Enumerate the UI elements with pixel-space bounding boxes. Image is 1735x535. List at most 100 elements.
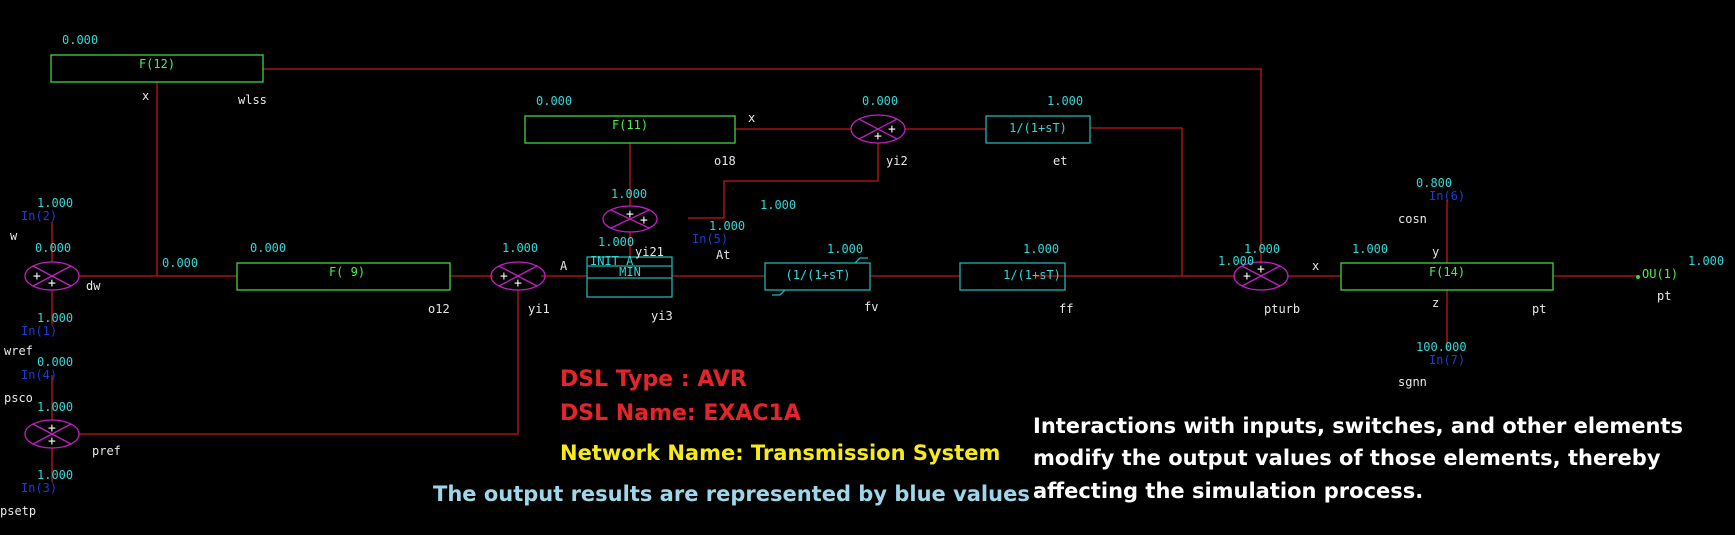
value-pturb-in: 1.000: [1218, 254, 1254, 268]
interaction-note-line-2: modify the output values of those elemen…: [1033, 446, 1661, 470]
name-at: At: [716, 248, 730, 262]
name-w: w: [10, 229, 18, 243]
block-f12-label: F(12): [139, 57, 175, 71]
input-sgnn-port[interactable]: In(7): [1429, 353, 1465, 367]
wire-yi2-to-at[interactable]: [688, 143, 879, 219]
value-psco: 0.000: [37, 355, 73, 369]
wire-pref-to-yi1[interactable]: [79, 290, 519, 435]
sum-pref[interactable]: + +: [24, 419, 80, 449]
sum-pturb-plus-top: +: [1257, 262, 1265, 277]
input-at-port[interactable]: In(5): [692, 232, 728, 246]
sum-yi21-plus-top: +: [626, 207, 634, 222]
value-yi2: 0.000: [862, 94, 898, 108]
network-name-text: Network Name: Transmission System: [560, 441, 1001, 465]
value-w: 1.000: [37, 196, 73, 210]
name-pt-output: pt: [1657, 289, 1671, 303]
block-yi3-init-label: INIT A: [590, 254, 634, 268]
value-f14: 1.000: [1352, 242, 1388, 256]
value-dw-out: 0.000: [162, 256, 198, 270]
value-f9: 0.000: [250, 241, 286, 255]
block-yi3-init-min[interactable]: INIT A MIN: [586, 254, 673, 298]
block-f14[interactable]: F(14): [1340, 262, 1554, 291]
value-yi3: 1.000: [598, 235, 634, 249]
name-pturb: pturb: [1264, 302, 1300, 316]
sum-dw-plus-left: +: [33, 269, 41, 284]
block-f9[interactable]: F( 9): [236, 262, 451, 291]
sum-yi2[interactable]: + +: [850, 114, 906, 144]
sum-yi1-plus-bottom: +: [514, 276, 522, 291]
value-f12: 0.000: [62, 33, 98, 47]
input-cosn-port[interactable]: In(6): [1429, 189, 1465, 203]
name-wlss: wlss: [238, 93, 267, 107]
sum-dw[interactable]: + +: [24, 261, 80, 291]
value-at-2: 1.000: [709, 219, 745, 233]
block-f9-label: F( 9): [329, 265, 365, 279]
name-ff: ff: [1059, 302, 1073, 316]
input-psetp-port[interactable]: In(3): [21, 481, 57, 495]
sum-yi1-plus-left: +: [500, 269, 508, 284]
name-wref: wref: [4, 344, 33, 358]
value-cosn: 0.800: [1416, 176, 1452, 190]
sum-dw-plus-bottom: +: [48, 276, 56, 291]
name-psetp: psetp: [0, 504, 36, 518]
value-ff: 1.000: [1023, 242, 1059, 256]
block-ff-label: 1/(1+sT): [1003, 268, 1061, 282]
value-yi1: 1.000: [502, 241, 538, 255]
sum-yi21[interactable]: + +: [602, 205, 658, 233]
sum-yi1[interactable]: + +: [490, 261, 546, 291]
sum-yi21-plus-right: +: [640, 213, 648, 228]
name-o12: o12: [428, 302, 450, 316]
value-pturb: 1.000: [1244, 242, 1280, 256]
block-yi3-min-label: MIN: [619, 265, 641, 279]
block-f11[interactable]: F(11): [524, 115, 736, 144]
value-dw: 0.000: [35, 241, 71, 255]
name-yi21: yi21: [635, 245, 664, 259]
f11-port-x: x: [748, 111, 755, 125]
value-pref-in: 1.000: [37, 400, 73, 414]
wire-ff-to-et[interactable]: [1090, 127, 1183, 276]
output-port-dot: [1636, 275, 1640, 279]
sum-pturb-plus-left: +: [1243, 269, 1251, 284]
f14-port-y: y: [1432, 245, 1439, 259]
value-psetp: 1.000: [37, 468, 73, 482]
block-f11-label: F(11): [612, 118, 648, 132]
input-w-port[interactable]: In(2): [21, 209, 57, 223]
name-yi1: yi1: [528, 302, 550, 316]
value-yi21: 1.000: [611, 187, 647, 201]
yi3-port-a: A: [560, 259, 568, 273]
block-ff[interactable]: 1/(1+sT): [959, 262, 1066, 291]
block-et[interactable]: 1/(1+sT): [985, 115, 1091, 144]
sum-yi2-plus-bottom: +: [874, 129, 882, 144]
interaction-note-line-1: Interactions with inputs, switches, and …: [1033, 414, 1683, 438]
value-fv: 1.000: [827, 242, 863, 256]
name-pt-block: pt: [1532, 302, 1546, 316]
dsl-name-text: DSL Name: EXAC1A: [560, 401, 801, 426]
input-psco-port[interactable]: In(4): [21, 368, 57, 382]
value-output: 1.000: [1688, 254, 1724, 268]
name-psco: psco: [4, 391, 33, 405]
f14-port-x: x: [1312, 259, 1319, 273]
sum-pturb[interactable]: + +: [1233, 261, 1289, 291]
sum-pref-plus-top: +: [48, 421, 56, 436]
name-et: et: [1053, 154, 1067, 168]
output-note-text: The output results are represented by bl…: [433, 482, 1030, 506]
f14-port-z: z: [1432, 296, 1439, 310]
input-wref-port[interactable]: In(1): [21, 324, 57, 338]
block-fv[interactable]: (1/(1+sT): [764, 257, 871, 296]
block-fv-label: (1/(1+sT): [785, 268, 850, 282]
name-pref: pref: [92, 444, 121, 458]
name-sgnn: sgnn: [1398, 375, 1427, 389]
name-o18: o18: [714, 154, 736, 168]
name-dw: dw: [86, 279, 101, 293]
signal-wires: [51, 68, 1636, 482]
value-f11: 0.000: [536, 94, 572, 108]
block-f12[interactable]: F(12): [50, 54, 264, 83]
value-wref: 1.000: [37, 311, 73, 325]
name-cosn: cosn: [1398, 212, 1427, 226]
value-et: 1.000: [1047, 94, 1083, 108]
block-f14-label: F(14): [1429, 265, 1465, 279]
output-port[interactable]: OU(1): [1642, 267, 1678, 281]
value-sgnn: 100.000: [1416, 340, 1467, 354]
wire-pturb-to-f12[interactable]: [263, 68, 1262, 263]
